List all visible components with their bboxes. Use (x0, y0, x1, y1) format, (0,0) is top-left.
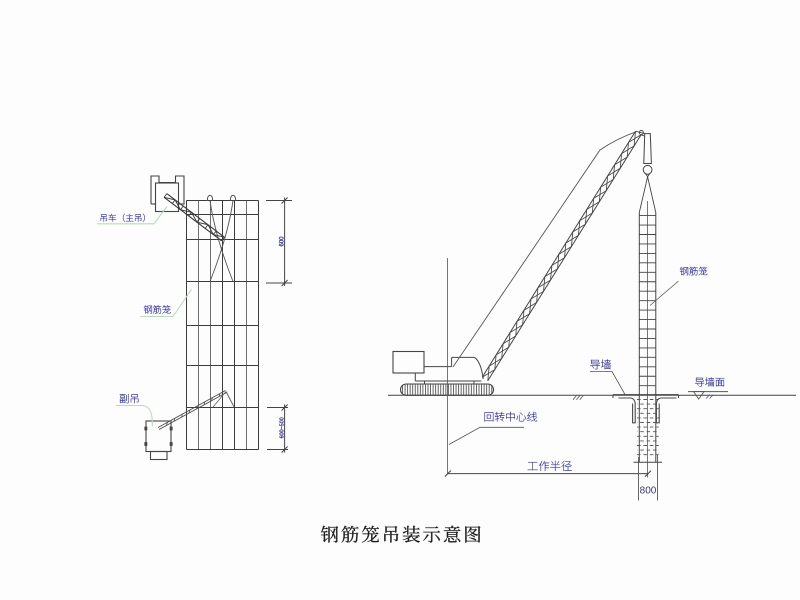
svg-text:600: 600 (280, 236, 286, 247)
svg-text:800: 800 (640, 486, 657, 497)
svg-text:600~500: 600~500 (280, 417, 286, 438)
